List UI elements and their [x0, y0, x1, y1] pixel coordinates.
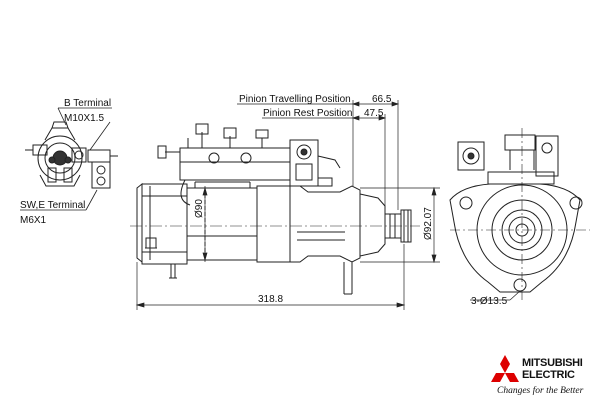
flange-diameter-dimension: Ø92.07 — [423, 207, 434, 240]
body-diameter-dimension: Ø90 — [194, 199, 205, 218]
pinion-rest-label: Pinion Rest Position — [263, 108, 353, 119]
overall-length-dimension: 318.8 — [258, 294, 283, 305]
side-view — [130, 123, 420, 295]
brand-name-line2: ELECTRIC — [522, 369, 575, 381]
brand-name-line1: MITSUBISHI — [522, 357, 583, 369]
pinion-travelling-label: Pinion Travelling Position — [239, 94, 351, 105]
front-view — [449, 128, 590, 301]
b-terminal-label: B Terminal — [64, 98, 111, 109]
rest-dimension: 47.5 — [364, 108, 384, 119]
mitsubishi-logo-mark — [491, 355, 519, 382]
b-terminal-size: M10X1.5 — [64, 113, 104, 124]
brand-tagline: Changes for the Better — [497, 385, 584, 396]
travel-dimension: 66.5 — [372, 94, 392, 105]
swe-terminal-size: M6X1 — [20, 215, 47, 226]
swe-terminal-label: SW,E Terminal — [20, 200, 85, 211]
holes-dimension: 3-Ø13.5 — [471, 296, 508, 307]
left-end-view — [25, 121, 118, 189]
side-dimension-lines — [135, 100, 440, 310]
